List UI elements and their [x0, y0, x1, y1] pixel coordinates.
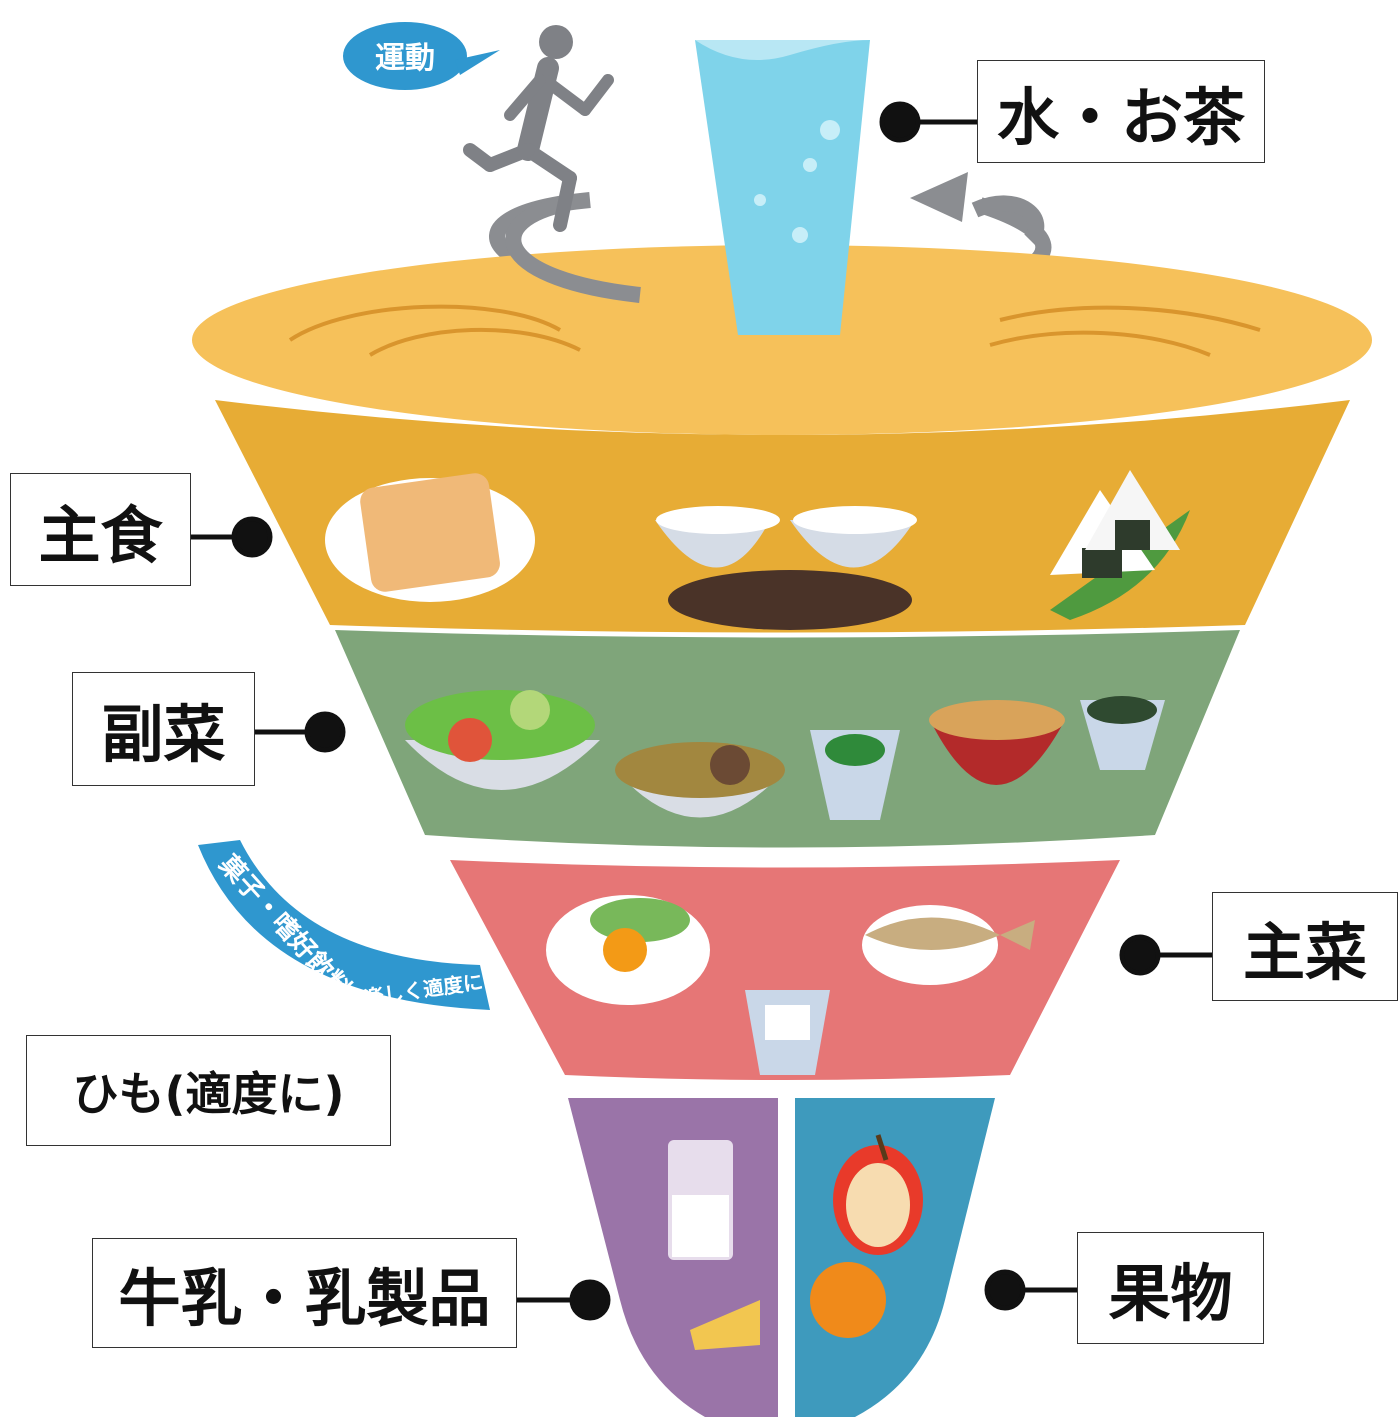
exercise-bubble: 運動 [343, 22, 500, 90]
top-disc [192, 245, 1372, 435]
label-connectors [190, 101, 1212, 1321]
dairy-label: 牛乳・乳製品 [92, 1238, 517, 1348]
sweets-ribbon: 菓子・嗜好飲料 楽しく適度に [198, 840, 490, 1010]
fruit-segment [795, 1098, 995, 1417]
exercise-bubble-text: 運動 [375, 41, 435, 76]
main-dish-label: 主菜 [1212, 892, 1398, 1001]
fruit-label: 果物 [1077, 1232, 1264, 1344]
staple-label: 主食 [10, 473, 191, 586]
runner-icon [463, 25, 614, 232]
dairy-segment [568, 1098, 778, 1417]
sweets-ribbon-text: 菓子・嗜好飲料 [212, 848, 357, 1005]
water-glass-icon [695, 40, 870, 335]
side-dish-label: 副菜 [72, 672, 255, 786]
main-dish-band [450, 860, 1120, 1080]
side-dish-band [335, 630, 1240, 848]
string-label: ひも(適度に) [26, 1035, 391, 1146]
water-label: 水・お茶 [977, 60, 1265, 163]
staple-band [215, 400, 1350, 633]
